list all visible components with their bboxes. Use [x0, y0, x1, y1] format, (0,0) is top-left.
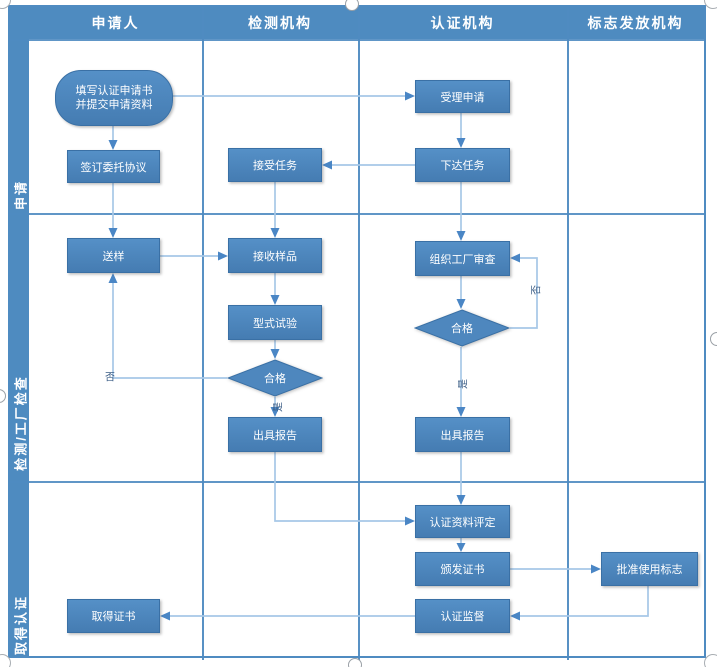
node-label: 下达任务: [440, 160, 485, 172]
node-label: 组织工厂审查: [429, 253, 496, 266]
lane-divider: [10, 213, 704, 215]
lane-label-application: 申请: [13, 179, 29, 211]
node-sign-agreement[interactable]: 签订委托协议: [67, 150, 160, 183]
selection-handle-top-right[interactable]: [704, 0, 717, 9]
node-receive-sample[interactable]: 接收样品: [228, 238, 322, 273]
column-header-testing-agency: 检测机构: [248, 15, 312, 31]
column-header-band: [10, 7, 704, 39]
column-header-mark-agency: 标志发放机构: [587, 15, 684, 31]
node-label: 出具报告: [440, 429, 485, 442]
selection-handle-left-middle[interactable]: [0, 389, 6, 403]
node-label: 签订委托协议: [80, 161, 147, 174]
node-decision-test-qualified[interactable]: 合格: [227, 359, 323, 397]
node-label: 认证资料评定: [429, 516, 496, 529]
node-decision-audit-qualified[interactable]: 合格: [414, 309, 510, 347]
node-label: 合格: [264, 373, 286, 385]
edge-label-audit-yes: 是: [458, 379, 470, 389]
node-label: 受理申请: [440, 91, 485, 104]
node-accept-application[interactable]: 受理申请: [415, 80, 510, 113]
node-receive-task[interactable]: 接受任务: [228, 148, 322, 182]
column-divider: [567, 7, 569, 660]
node-approve-mark-use[interactable]: 批准使用标志: [601, 552, 698, 586]
node-send-sample[interactable]: 送样: [67, 238, 160, 273]
node-label: 并提交申请资料: [75, 99, 153, 111]
column-divider: [358, 7, 360, 660]
node-label: 填写认证申请书: [75, 85, 153, 97]
node-label: 型式试验: [253, 317, 297, 330]
lane-label-inspection: 检测/工厂检查: [13, 375, 29, 471]
node-label: 出具报告: [253, 429, 297, 442]
selection-handle-bottom-right[interactable]: [704, 654, 717, 667]
column-header-cert-agency: 认证机构: [430, 15, 495, 31]
node-issue-certificate[interactable]: 颁发证书: [415, 552, 510, 586]
header-divider: [10, 39, 704, 41]
node-label: 认证监督: [440, 611, 485, 623]
selection-handle-top-center[interactable]: [345, 0, 359, 11]
node-cert-supervision[interactable]: 认证监督: [415, 599, 510, 633]
node-type-test[interactable]: 型式试验: [228, 305, 322, 340]
node-label: 合格: [451, 323, 473, 335]
node-label: 送样: [102, 250, 125, 263]
node-label: 取得证书: [91, 611, 136, 623]
edge-label-test-no: 否: [105, 372, 115, 384]
node-issue-report-cert[interactable]: 出具报告: [415, 417, 510, 452]
node-issue-report-test[interactable]: 出具报告: [228, 417, 322, 452]
node-obtain-certificate[interactable]: 取得证书: [67, 599, 160, 633]
lane-label-obtain-cert: 取得认证: [13, 594, 29, 656]
selection-handle-right-middle[interactable]: [710, 332, 717, 346]
node-fill-application[interactable]: 填写认证申请书 并提交申请资料: [55, 70, 173, 126]
node-evaluate-materials[interactable]: 认证资料评定: [415, 505, 510, 538]
node-factory-audit[interactable]: 组织工厂审查: [415, 241, 510, 276]
node-assign-task[interactable]: 下达任务: [415, 148, 510, 182]
node-label: 颁发证书: [440, 564, 485, 576]
lane-divider: [10, 481, 704, 483]
lane-label-band: [10, 7, 29, 656]
column-divider: [202, 7, 204, 660]
selection-handle-bottom-center[interactable]: [348, 658, 362, 667]
node-label: 批准使用标志: [616, 564, 683, 576]
node-label: 接受任务: [253, 160, 297, 172]
selection-handle-bottom-left[interactable]: [0, 654, 11, 667]
edge-label-audit-no: 否: [531, 285, 543, 295]
edge-label-test-yes: 是: [273, 402, 285, 412]
node-label: 接收样品: [253, 250, 297, 263]
column-header-applicant: 申请人: [91, 15, 140, 31]
